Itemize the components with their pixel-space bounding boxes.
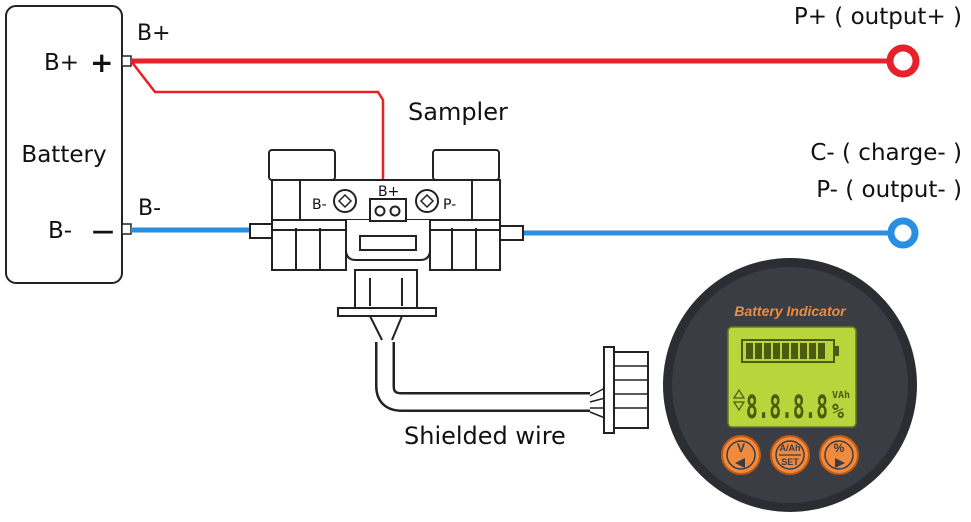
battery-meter: Battery Indicator 8.8.8.8 VAh % V (663, 258, 917, 512)
meter-button-v-label: V (737, 441, 745, 455)
battery-negative-sign: — (92, 219, 114, 244)
pplus-terminal: P+ ( output+ ) (794, 4, 962, 78)
battery-negative-terminal (121, 223, 132, 235)
meter-button-set-top-label: A/Ah (780, 443, 801, 453)
shielded-wire-label: Shielded wire (404, 422, 566, 450)
cminus-label: C- ( charge- ) (810, 140, 962, 166)
shielded-cable (375, 342, 649, 434)
bminus-wire-label: B- (138, 196, 161, 221)
battery: Battery B+ + B- — (5, 5, 132, 284)
battery-negative-label: B- (48, 218, 72, 244)
bplus-wire-label: B+ (137, 21, 171, 46)
meter-button-set-bottom-label: SET (781, 457, 799, 467)
sampler-left-knob (268, 149, 336, 181)
cable-plug (603, 346, 615, 434)
meter-title: Battery Indicator (734, 303, 847, 319)
pminus-label: P- ( output- ) (816, 177, 962, 203)
lcd-unit-vah: VAh (832, 390, 850, 401)
lcd-battery-icon (741, 339, 839, 363)
sampler-right-terminal-label: P- (443, 197, 456, 213)
sense-wire (130, 60, 385, 215)
meter-button-percent-label: % (834, 441, 845, 455)
meter-button-set[interactable]: A/Ah SET (770, 435, 810, 475)
sampler-port (359, 235, 417, 251)
sampler-connector (337, 269, 437, 341)
battery-positive-label: B+ (44, 50, 79, 76)
lcd-unit-percent: % (832, 399, 844, 423)
sampler-right-block (429, 219, 501, 271)
sampler-middle-terminal-label: B+ (378, 184, 399, 200)
right-arrow-icon (835, 458, 845, 468)
sampler-left-block (271, 219, 347, 271)
sampler-left-terminal-label: B- (312, 197, 327, 213)
sampler (249, 149, 524, 271)
pminus-terminal: C- ( charge- ) P- ( output- ) (810, 140, 962, 249)
positive-wire: B+ (130, 21, 893, 215)
pplus-label: P+ ( output+ ) (794, 4, 962, 30)
negative-wire: B- (131, 196, 893, 236)
left-arrow-icon (735, 458, 745, 468)
lcd-updown-icon (732, 388, 746, 412)
meter-button-v[interactable]: V (721, 435, 761, 475)
sampler-title: Sampler (408, 98, 508, 126)
meter-button-percent[interactable]: % (819, 435, 859, 475)
battery-body (5, 5, 123, 284)
battery-positive-terminal (121, 55, 132, 67)
sampler-right-knob (432, 149, 500, 181)
battery-positive-sign: + (90, 46, 113, 79)
battery-label: Battery (21, 142, 106, 168)
lcd-digits: 8.8.8.8 (746, 388, 828, 426)
